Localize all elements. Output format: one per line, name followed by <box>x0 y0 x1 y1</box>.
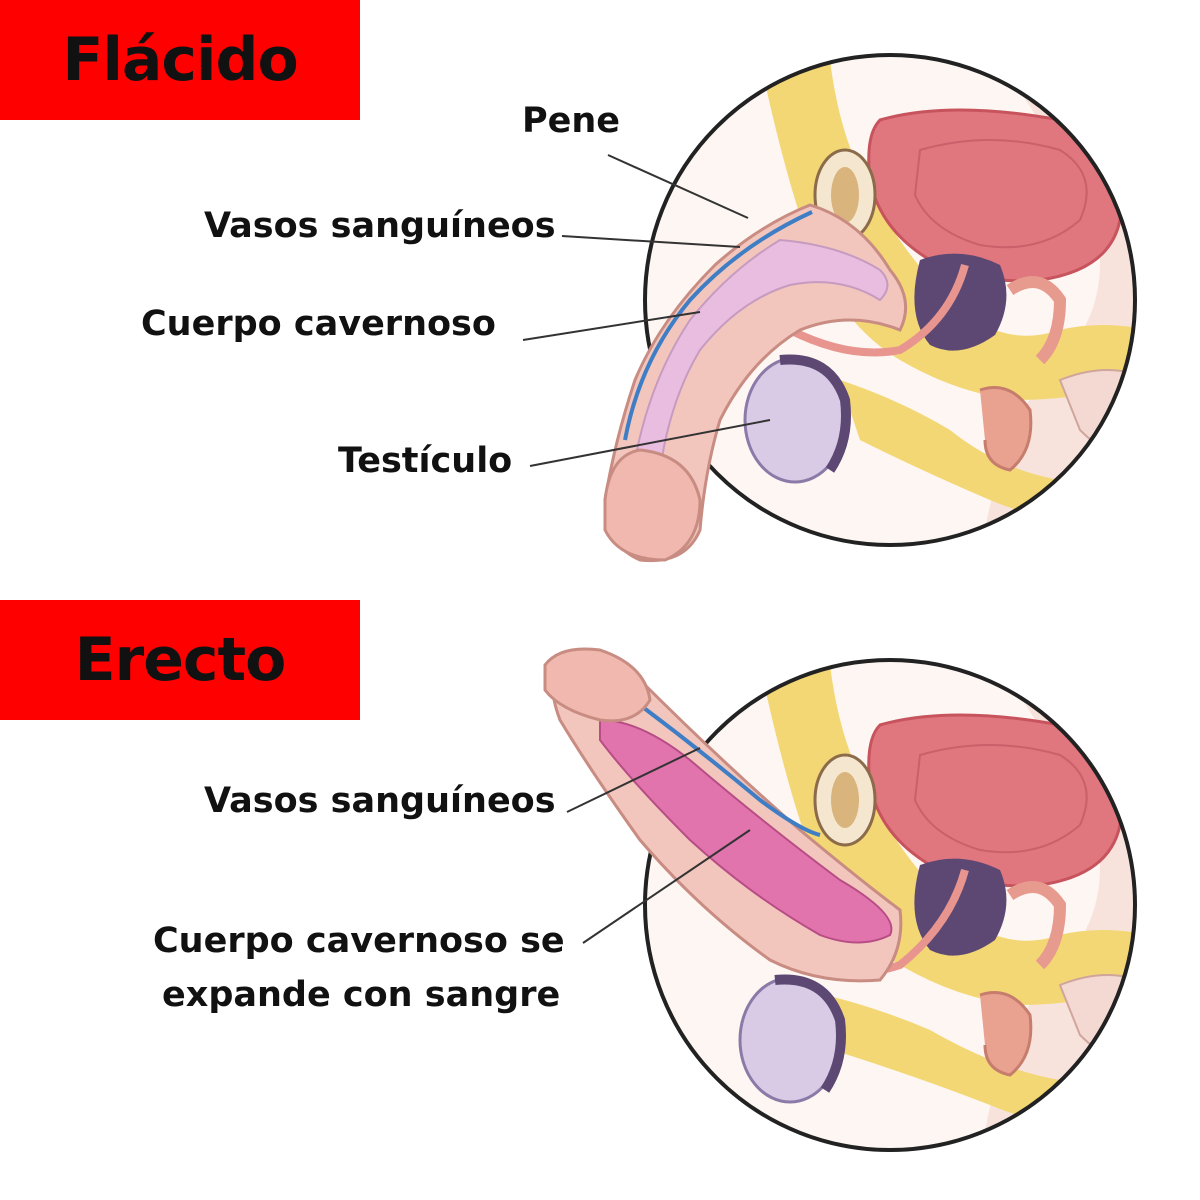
label-corpus-erect-line1: Cuerpo cavernoso se <box>153 921 565 961</box>
erect-circle-outline <box>643 658 1137 1152</box>
label-penis: Pene <box>522 101 621 141</box>
erect-glans <box>543 647 652 723</box>
flaccid-blood-vessel <box>623 210 813 441</box>
label-corpus-flaccid: Cuerpo cavernoso <box>141 304 496 344</box>
leader-penis <box>607 154 749 219</box>
label-testicle: Testículo <box>338 441 513 481</box>
label-corpus-erect-line2: expande con sangre <box>162 975 561 1015</box>
erect-title: Erecto <box>74 625 287 695</box>
flaccid-title: Flácido <box>62 25 298 95</box>
leader-corpus-flaccid <box>522 311 701 341</box>
leader-testicle <box>529 419 771 467</box>
label-vessels-erect: Vasos sanguíneos <box>204 781 556 821</box>
leader-corpus-erect <box>582 829 751 944</box>
flaccid-banner: Flácido <box>0 0 360 120</box>
flaccid-anatomy <box>603 53 1137 563</box>
label-vessels-flaccid: Vasos sanguíneos <box>204 206 556 246</box>
flaccid-corpus-cavernosum <box>633 238 889 475</box>
erect-banner: Erecto <box>0 600 360 720</box>
flaccid-glans <box>603 448 702 562</box>
erect-blood-vessel <box>638 703 821 837</box>
leader-vessels-flaccid <box>561 235 741 248</box>
leader-vessels-erect <box>566 747 701 813</box>
erect-anatomy <box>543 647 1137 1152</box>
erect-corpus-cavernosum <box>599 718 893 944</box>
flaccid-prostate <box>914 253 1007 351</box>
flaccid-circle-outline <box>643 53 1137 547</box>
